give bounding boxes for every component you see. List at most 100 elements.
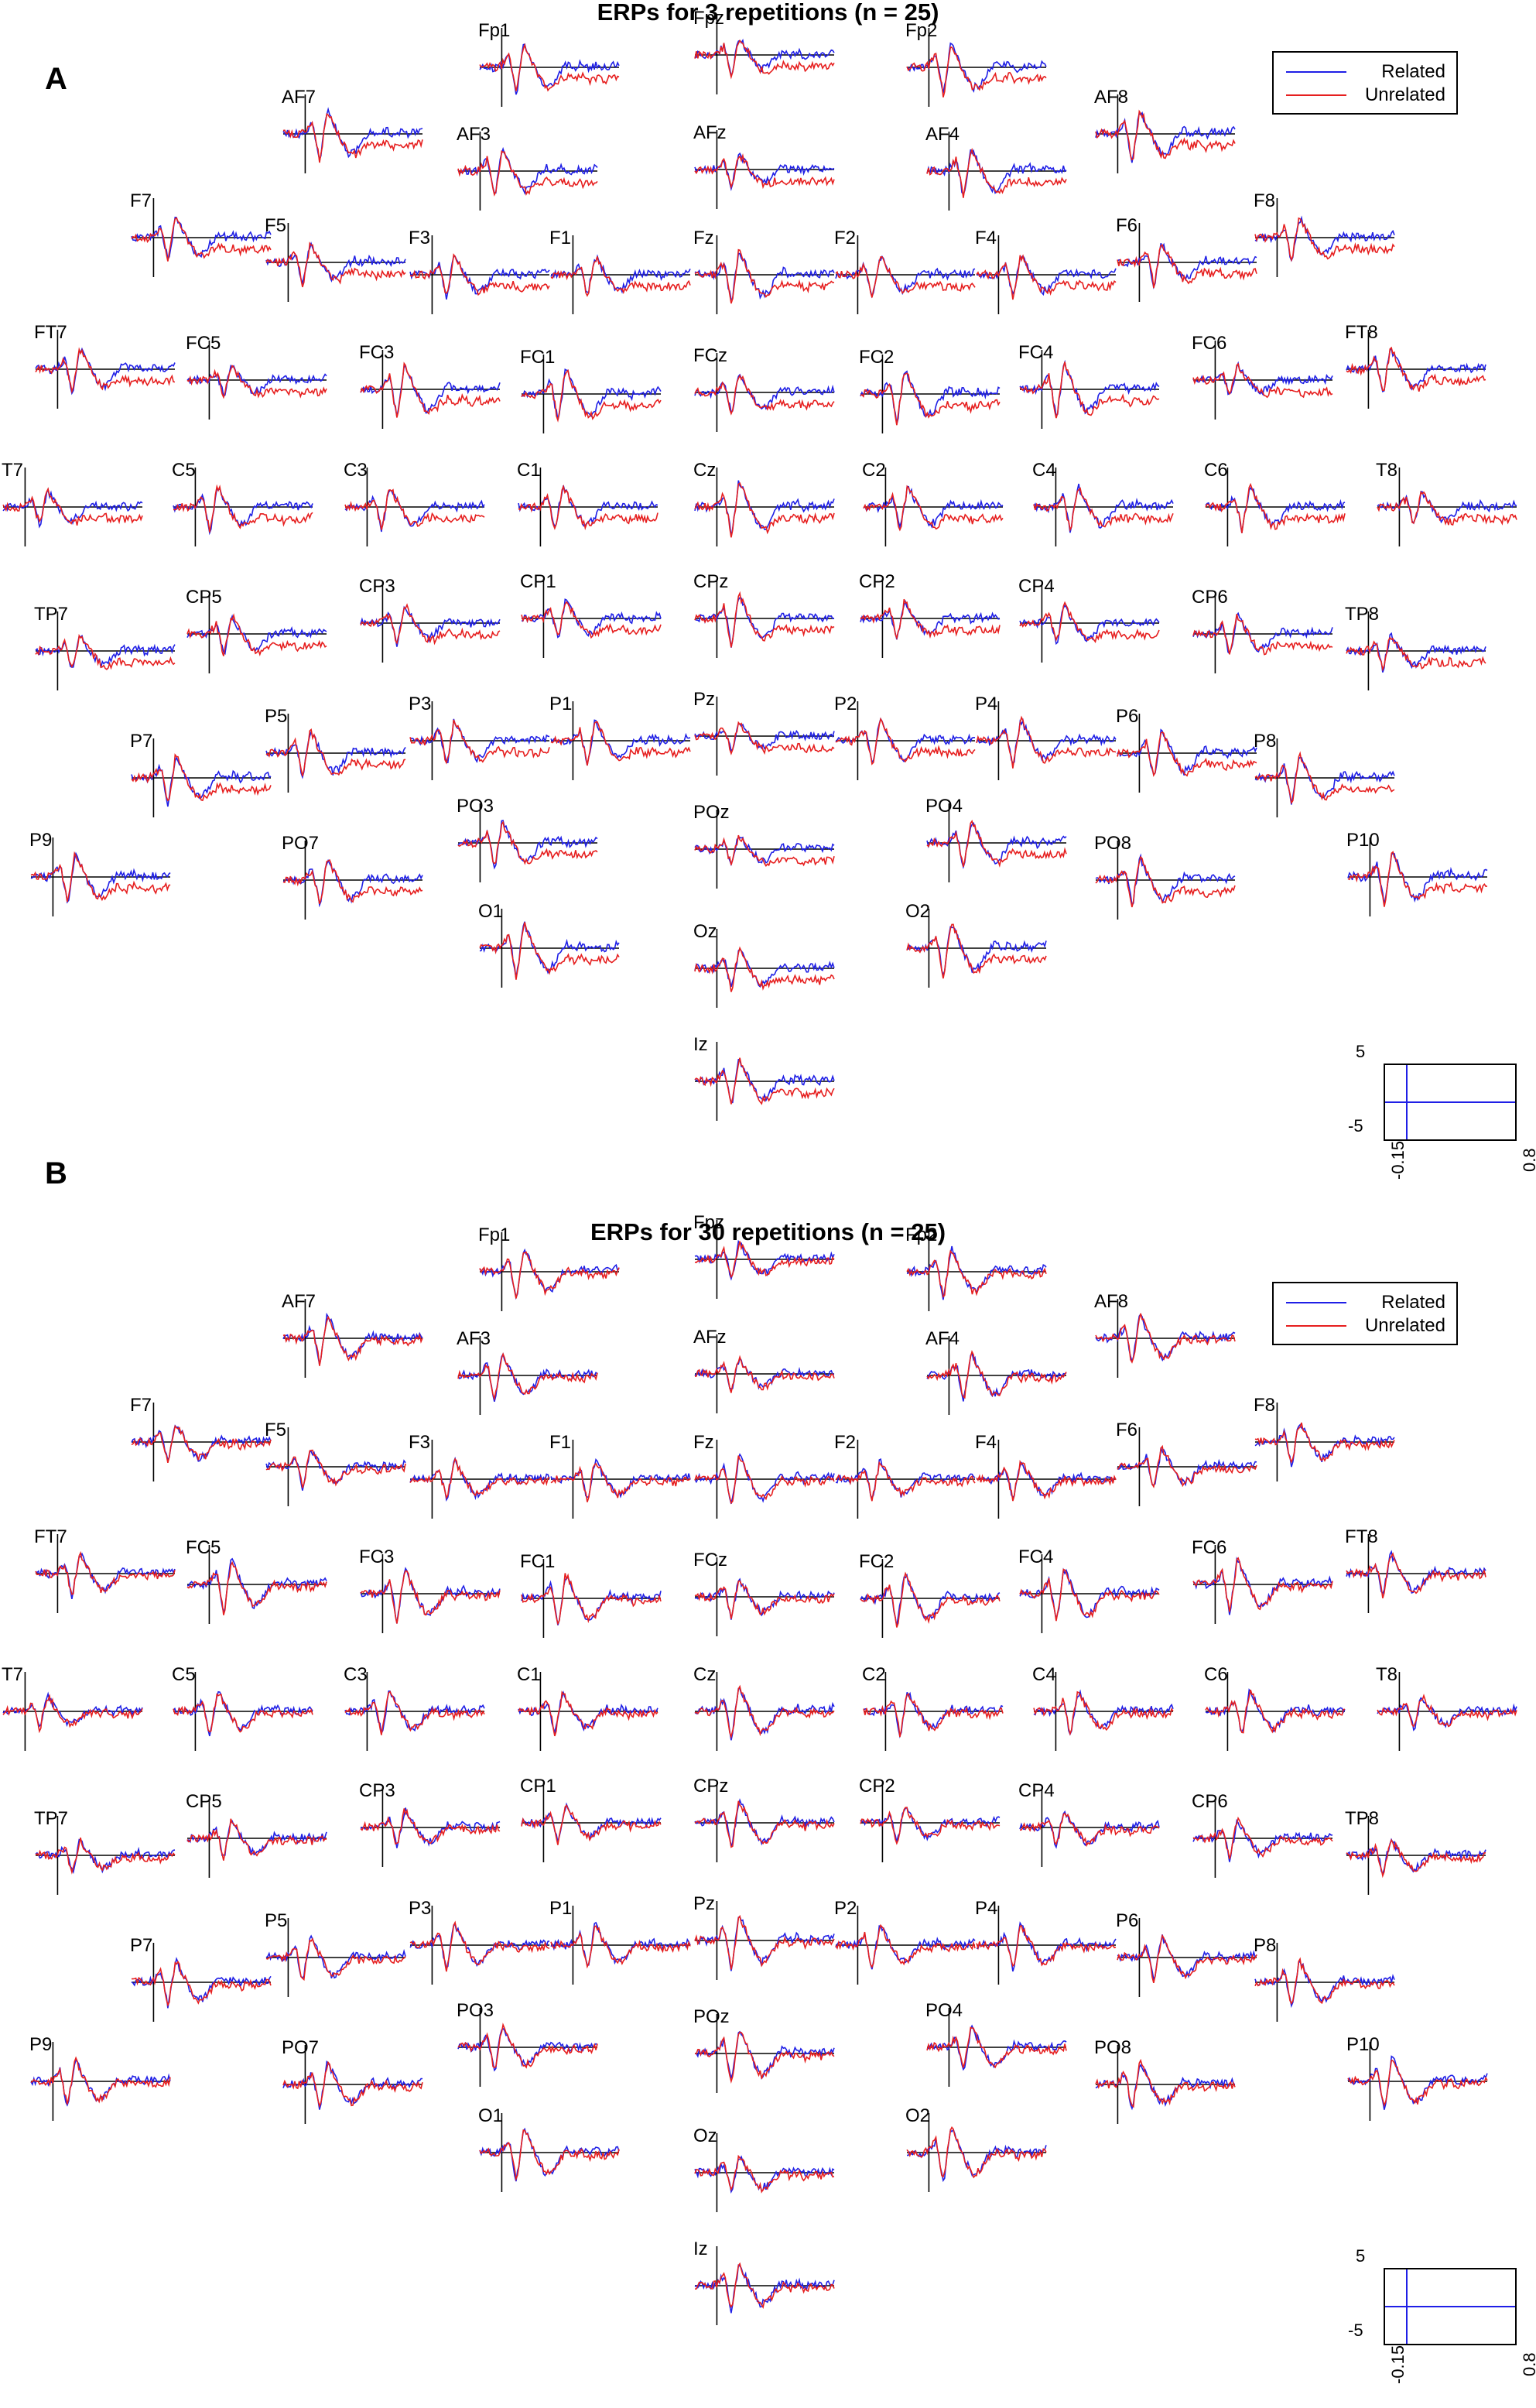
- channel-plot-c3: [344, 1672, 485, 1751]
- series-related-line: [694, 373, 835, 413]
- channel-plot-p10: [1347, 2042, 1488, 2121]
- series-related-line: [835, 255, 976, 299]
- channel-plot-af3: [457, 132, 598, 211]
- channel-label-fc1: FC1: [520, 347, 556, 368]
- series-unrelated-line: [1192, 1816, 1333, 1859]
- channel-label-t8: T8: [1376, 460, 1398, 481]
- legend-item-related: Related: [1274, 60, 1456, 84]
- series-related-line: [282, 858, 423, 908]
- channel-label-af7: AF7: [282, 1291, 316, 1312]
- channel-plot-iz: [694, 1042, 835, 1121]
- channel-label-f6: F6: [1116, 1420, 1138, 1440]
- series-related-line: [694, 948, 835, 988]
- series-unrelated-line: [360, 1570, 501, 1624]
- channel-label-f5: F5: [265, 215, 287, 236]
- channel-label-fp1: Fp1: [478, 1225, 511, 1245]
- series-unrelated-line: [409, 719, 550, 765]
- channel-plot-c3: [344, 468, 485, 546]
- series-related-line: [521, 368, 662, 420]
- channel-label-oz: Oz: [693, 921, 717, 942]
- series-unrelated-line: [694, 1455, 835, 1505]
- channel-plot-iz: [694, 2246, 835, 2325]
- channel-label-fz: Fz: [693, 1432, 714, 1453]
- series-unrelated-line: [35, 347, 176, 394]
- series-unrelated-line: [1254, 751, 1395, 805]
- channel-label-f7: F7: [130, 190, 152, 211]
- scale-y-max: 5: [1356, 2246, 1366, 2266]
- series-related-line: [265, 730, 406, 779]
- series-unrelated-line: [1377, 491, 1517, 526]
- channel-plot-tp7: [35, 611, 176, 690]
- channel-label-po7: PO7: [282, 2037, 320, 2058]
- channel-label-f4: F4: [975, 228, 997, 248]
- channel-label-p7: P7: [130, 731, 153, 752]
- channel-plot-p1: [550, 1906, 691, 1985]
- channel-plot-f3: [409, 235, 550, 314]
- channel-label-fc2: FC2: [859, 347, 895, 368]
- channel-plot-p5: [265, 714, 406, 793]
- channel-label-cp6: CP6: [1192, 1791, 1228, 1812]
- channel-label-oz: Oz: [693, 2125, 717, 2146]
- series-unrelated-line: [694, 1684, 835, 1739]
- series-unrelated-line: [1254, 1957, 1395, 2005]
- channel-plot-o2: [906, 909, 1047, 988]
- series-unrelated-line: [694, 2262, 835, 2309]
- series-related-line: [1347, 2055, 1488, 2110]
- series-related-line: [926, 2024, 1067, 2071]
- channel-plot-po4: [926, 803, 1067, 882]
- channel-plot-cp2: [860, 579, 1001, 658]
- series-related-line: [1192, 611, 1333, 655]
- series-related-line: [860, 599, 1001, 640]
- scale-x-min: -0.15: [1388, 1140, 1408, 1180]
- series-related-line: [409, 1456, 550, 1502]
- channel-plot-fc1: [521, 355, 662, 433]
- channel-label-cz: Cz: [693, 1664, 717, 1685]
- channel-label-af4: AF4: [925, 124, 960, 145]
- channel-label-fp2: Fp2: [905, 20, 938, 41]
- series-related-line: [1033, 483, 1174, 533]
- series-related-line: [694, 38, 835, 78]
- legend-item-unrelated: Unrelated: [1274, 1314, 1456, 1338]
- series-unrelated-line: [409, 253, 550, 296]
- channel-plot-f2: [835, 1440, 976, 1519]
- channel-label-p3: P3: [409, 694, 432, 714]
- channel-plot-afz: [694, 1334, 835, 1413]
- series-unrelated-line: [282, 113, 423, 163]
- series-unrelated-line: [173, 484, 313, 533]
- series-related-line: [1019, 1810, 1160, 1849]
- series-unrelated-line: [1019, 361, 1160, 419]
- channel-label-tp7: TP7: [34, 1808, 69, 1829]
- channel-plot-p9: [30, 2042, 171, 2121]
- series-unrelated-line: [1346, 1552, 1486, 1599]
- series-unrelated-line: [694, 834, 835, 867]
- series-unrelated-line: [1192, 362, 1333, 399]
- channel-label-cp6: CP6: [1192, 587, 1228, 608]
- series-related-line: [1019, 605, 1160, 646]
- channel-plot-c6: [1205, 1672, 1346, 1751]
- series-unrelated-line: [1117, 731, 1257, 777]
- channel-label-f7: F7: [130, 1395, 152, 1416]
- series-unrelated-line: [360, 1808, 501, 1845]
- legend-label-related: Related: [1381, 1292, 1445, 1313]
- channel-label-p5: P5: [265, 1910, 288, 1931]
- channel-plot-p9: [30, 837, 171, 916]
- channel-label-f8: F8: [1254, 190, 1276, 211]
- series-unrelated-line: [976, 254, 1117, 300]
- channel-label-po3: PO3: [457, 796, 494, 817]
- scale-y-min: -5: [1348, 2321, 1363, 2340]
- channel-plot-poz: [694, 2014, 835, 2093]
- channel-plot-fpz: [694, 15, 835, 94]
- channel-label-fc2: FC2: [859, 1551, 895, 1572]
- channel-plot-p2: [835, 1906, 976, 1985]
- channel-label-fc4: FC4: [1018, 1547, 1054, 1567]
- channel-label-c6: C6: [1204, 460, 1228, 481]
- series-unrelated-line: [860, 372, 1001, 426]
- series-related-line: [360, 605, 501, 647]
- channel-label-o1: O1: [478, 2105, 504, 2126]
- channel-label-c2: C2: [862, 1664, 886, 1685]
- series-unrelated-line: [976, 1459, 1117, 1502]
- channel-label-o2: O2: [905, 2105, 931, 2126]
- series-unrelated-line: [694, 2154, 835, 2194]
- series-unrelated-line: [186, 613, 327, 656]
- series-related-line: [457, 2027, 598, 2072]
